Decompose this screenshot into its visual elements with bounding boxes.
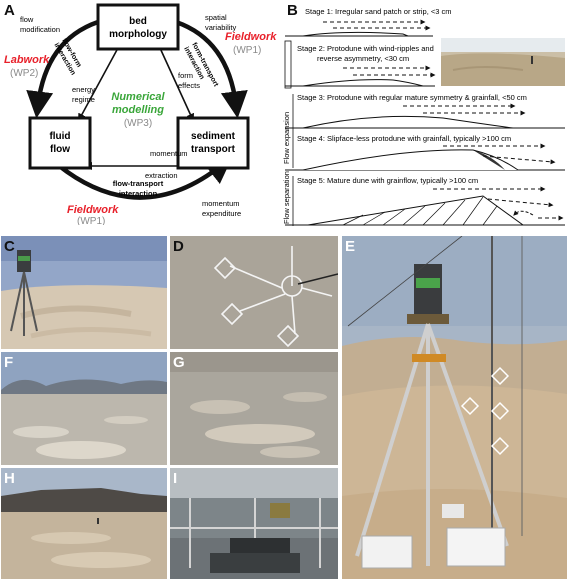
arc-top-left <box>26 19 99 119</box>
photo-h-desert-plain: H <box>1 468 167 579</box>
box-sediment-text-1: sediment <box>191 131 236 142</box>
panel-label-b: B <box>287 2 298 19</box>
flow-modification-2: modification <box>20 25 60 34</box>
energy-regime-1: energy <box>72 85 95 94</box>
panel-label-e: E <box>345 238 356 255</box>
panel-label-d: D <box>173 238 184 255</box>
fieldwork-top-label: Fieldwork <box>225 31 277 43</box>
panel-label-g: G <box>173 354 185 371</box>
arc-bottom <box>56 156 233 200</box>
box-fluid-flow <box>28 116 92 170</box>
flow-transport-1: flow-transport <box>113 179 164 188</box>
form-effects-2: effects <box>178 81 200 90</box>
spatial-variability-1: spatial <box>205 13 227 22</box>
cycle-svg: bed morphology fluid flow sediment trans… <box>4 3 277 225</box>
flow-transport-2: interaction <box>119 189 158 198</box>
fieldwork-bottom-label: Fieldwork <box>67 204 119 216</box>
photo-c-scanner-dune: C <box>1 236 167 349</box>
arrow-form-effects <box>159 47 194 122</box>
photo-f-sand-patches: F <box>1 352 167 465</box>
center-modelling: modelling <box>112 104 164 116</box>
stage-2-photo <box>441 38 565 86</box>
photo-g-sand-patches: G <box>170 352 338 465</box>
stage-2-drawing <box>284 40 436 89</box>
panel-label-f: F <box>4 354 14 371</box>
box-fluid-text-1: fluid <box>49 131 70 142</box>
photo-i-lab-wind-tunnel: I <box>170 468 338 579</box>
flow-expansion-label: Flow expansion <box>283 112 291 164</box>
box-sediment-text-2: transport <box>191 144 236 155</box>
stage-1-drawing <box>285 19 433 37</box>
momentum-extraction-2: extraction <box>145 171 178 180</box>
momentum-extraction-1: momentum <box>150 149 188 158</box>
panel-label-h: H <box>4 470 15 487</box>
arrow-energy-regime <box>78 47 119 122</box>
stage-3-text: Stage 3: Protodune with regular mature s… <box>297 93 527 102</box>
box-fluid-text-2: flow <box>50 144 70 155</box>
stage-4-text: Stage 4: Slipface-less protodune with gr… <box>297 134 511 143</box>
stage-1-text: Stage 1: Irregular sand patch or strip, … <box>305 7 452 16</box>
spatial-variability-2: variability <box>205 23 237 32</box>
photo-e-field-station: E <box>342 236 567 579</box>
stage-2-text-1: Stage 2: Protodune with wind-ripples and <box>297 44 434 53</box>
panel-label-c: C <box>4 238 15 255</box>
box-bed-text-1: bed <box>129 16 147 27</box>
fieldwork-top-wp1: (WP1) <box>233 45 261 56</box>
panel-b-dune-stages: B Stage 1: Irregular sand patch or strip… <box>283 0 567 232</box>
labwork-label: Labwork <box>4 54 50 66</box>
center-numerical: Numerical <box>111 91 165 103</box>
panel-label-a: A <box>4 2 15 19</box>
energy-regime-2: regime <box>72 95 95 104</box>
fieldwork-bottom-wp1: (WP1) <box>77 216 105 225</box>
momentum-expenditure-2: expenditure <box>202 209 241 218</box>
labwork-wp2: (WP2) <box>10 68 38 79</box>
box-sediment-transport <box>176 116 250 170</box>
stage-4-drawing <box>285 143 565 171</box>
arc-top-right <box>175 19 248 119</box>
flow-modification-1: flow <box>20 15 34 24</box>
box-bed-morphology <box>96 3 180 51</box>
box-bed-text-2: morphology <box>109 29 167 40</box>
form-effects-1: form <box>178 71 193 80</box>
flow-separation-label: Flow separation <box>283 171 291 224</box>
stages-svg: Stage 1: Irregular sand patch or strip, … <box>283 7 565 226</box>
stage-3-drawing <box>285 103 565 129</box>
stage-5-drawing <box>285 186 565 226</box>
photo-d-anemometer: D <box>170 236 338 349</box>
panel-label-i: I <box>173 470 178 487</box>
stage-2-text-2: reverse asymmetry, <30 cm <box>317 54 409 63</box>
momentum-expenditure-1: momentum <box>202 199 240 208</box>
center-wp3: (WP3) <box>124 118 152 129</box>
panel-a-cycle-diagram: A bed morphology fluid flow sediment tra… <box>0 0 283 225</box>
stage-5-text: Stage 5: Mature dune with grainflow, typ… <box>297 176 478 185</box>
